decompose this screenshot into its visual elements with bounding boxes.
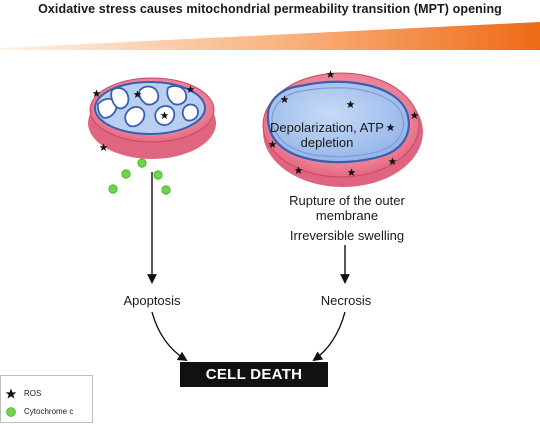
left-mitochondrion: [88, 77, 216, 195]
legend-label: Cytochrome c: [24, 406, 74, 416]
green-circle-icon: [5, 405, 17, 417]
necrosis-label: Necrosis: [320, 293, 372, 308]
legend-item-cytochrome: Cytochrome c: [5, 404, 73, 418]
legend: ROS Cytochrome c: [0, 375, 93, 423]
arrow-necrosis-to-cell-death: [312, 311, 346, 362]
legend-label: ROS: [24, 388, 42, 398]
right-mitochondrion: [262, 70, 423, 187]
header-banner: [0, 22, 540, 50]
diagram-title: Oxidative stress causes mitochondrial pe…: [38, 2, 502, 16]
cell-death-box: CELL DEATH: [180, 362, 328, 387]
star-icon: [5, 387, 17, 399]
swelling-label: Irreversible swelling: [289, 228, 405, 243]
arrow-apoptosis-to-cell-death: [151, 311, 188, 362]
rupture-label: Rupture of the outer membrane: [289, 193, 405, 223]
legend-item-ros: ROS: [5, 386, 41, 400]
apoptosis-label: Apoptosis: [123, 293, 181, 308]
depolarization-label: Depolarization, ATP depletion: [270, 120, 384, 150]
